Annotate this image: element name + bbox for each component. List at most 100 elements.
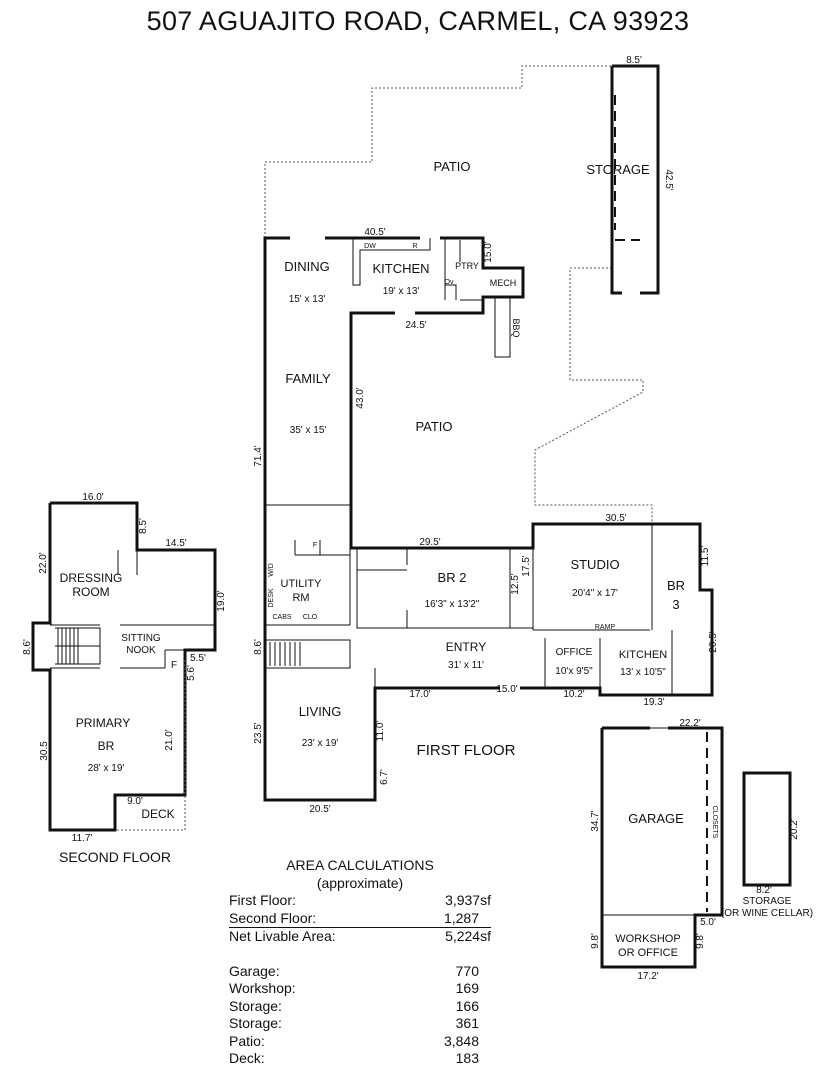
studio-size: 20'4" x 17' xyxy=(572,588,618,599)
area-row: Workshop:169 xyxy=(229,980,491,998)
br3-label: BR xyxy=(667,578,685,593)
br3-number: 3 xyxy=(672,597,679,612)
page-title: 507 AGUAJITO ROAD, CARMEL, CA 93923 xyxy=(146,6,690,36)
dim: 9.8' xyxy=(695,933,706,949)
area-value: 770 xyxy=(455,962,479,979)
sitting-label: SITTING xyxy=(121,633,161,644)
dim: 9.0' xyxy=(127,796,143,807)
dim: 11.0' xyxy=(375,721,386,742)
area-label: Storage: xyxy=(229,997,282,1014)
area-label: Storage: xyxy=(229,1015,282,1031)
interior-lines xyxy=(265,238,723,916)
dining-label: DINING xyxy=(284,259,330,274)
utility-label-2: RM xyxy=(292,592,309,604)
family-label: FAMILY xyxy=(285,371,331,386)
area-row: Patio:3,848 xyxy=(229,1033,491,1051)
dim: 20.2' xyxy=(789,818,800,839)
dim: 11.5' xyxy=(700,546,711,567)
bbq-label: BBQ xyxy=(511,318,521,337)
first-floor-walls xyxy=(263,236,714,802)
area-value: 1,287 xyxy=(443,909,479,926)
storage-cellar-label-2: (OR WINE CELLAR) xyxy=(721,908,813,919)
entry-size: 31' x 11' xyxy=(448,660,484,671)
dim: 42.5' xyxy=(663,169,674,190)
area-row: Deck:183 xyxy=(229,1050,491,1068)
area-row: Storage:361 xyxy=(229,1015,491,1033)
area-row: First Floor: 3,937sf xyxy=(229,892,491,910)
area-row: Storage:166 xyxy=(229,998,491,1016)
entry-label: ENTRY xyxy=(446,640,486,654)
dim: 17.5' xyxy=(521,555,532,576)
storage-divider xyxy=(614,95,640,241)
br2-label: BR 2 xyxy=(438,570,467,585)
storage-cellar-label: STORAGE xyxy=(743,896,792,907)
washer-dryer-label: W/D xyxy=(268,563,275,577)
dim: 5.0' xyxy=(700,917,716,928)
dim: 11.7' xyxy=(72,833,93,844)
dim: 22.2' xyxy=(679,718,700,729)
refrigerator-label: R xyxy=(412,243,417,250)
area-value: 5,224sf xyxy=(445,928,491,944)
primary-label-2: BR xyxy=(98,739,115,753)
area-label: First Floor: xyxy=(229,892,296,908)
living-size: 23' x 19' xyxy=(302,738,339,749)
kitchen-size: 19' x 13' xyxy=(383,286,420,297)
mech-label: MECH xyxy=(490,278,517,288)
dim: 19.0' xyxy=(216,590,227,611)
deck-label: DECK xyxy=(141,807,174,821)
dim: 24.5' xyxy=(405,320,426,331)
area-label: Garage: xyxy=(229,962,280,979)
area-row: Second Floor: 1,287 xyxy=(229,909,491,928)
kitchen2-label: KITCHEN xyxy=(619,649,667,661)
ramp-label: RAMP xyxy=(595,624,616,631)
storage-cellar-walls xyxy=(742,771,792,887)
dim: 17.0' xyxy=(409,689,430,700)
dim: 43.0' xyxy=(355,387,366,408)
storage-top-label: STORAGE xyxy=(586,162,650,177)
dim: 8.5' xyxy=(138,518,149,534)
closet-label: CLO xyxy=(303,614,318,621)
dim: 14.5' xyxy=(165,538,186,549)
stairs-second xyxy=(57,628,79,664)
area-value: 3,848 xyxy=(443,1032,479,1049)
garage-label: GARAGE xyxy=(628,811,684,826)
furnace-2-label: F xyxy=(171,660,177,671)
dining-size: 15' x 13' xyxy=(289,294,326,305)
area-value: 183 xyxy=(455,1050,479,1066)
area-value: 3,937sf xyxy=(445,892,491,908)
dimensions: 8.5' 42.5' 40.5' 15.0' 24.5' 43.0' 71.4'… xyxy=(22,55,800,982)
dim: 40.5' xyxy=(364,227,385,238)
deck-outline xyxy=(115,660,186,831)
dim: 10.2' xyxy=(563,689,584,700)
patio-outline xyxy=(264,65,653,524)
kitchen2-size: 13' x 10'5" xyxy=(620,667,666,678)
area-label: Workshop: xyxy=(229,980,296,996)
area-row: Garage: 770 xyxy=(229,963,491,981)
dim: 12.5' xyxy=(510,573,521,594)
kitchen-label: KITCHEN xyxy=(372,261,429,276)
area-label: Second Floor: xyxy=(229,909,317,926)
area-label: Net Livable Area: xyxy=(229,928,336,944)
office-size: 10'x 9'5" xyxy=(555,666,593,677)
dim: 20.5' xyxy=(708,631,719,652)
first-floor-label: FIRST FLOOR xyxy=(417,742,516,759)
patio-mid-label: PATIO xyxy=(415,419,452,434)
second-floor-label: SECOND FLOOR xyxy=(59,849,171,865)
dim: 15.0' xyxy=(483,241,494,262)
workshop-label-2: OR OFFICE xyxy=(618,947,678,959)
furnace-label: F xyxy=(313,542,317,549)
dim: 8.5' xyxy=(626,55,642,66)
dim: 8.6' xyxy=(22,639,33,655)
oven-label: Ov xyxy=(445,279,454,286)
living-label: LIVING xyxy=(299,704,342,719)
cabs-label: CABS xyxy=(272,614,291,621)
studio-label: STUDIO xyxy=(570,557,619,572)
dim: 22.0' xyxy=(38,552,49,573)
primary-size: 28' x 19' xyxy=(88,763,125,774)
storage-top-walls xyxy=(610,64,660,295)
dim: 71.4' xyxy=(253,445,264,466)
dressing-label: DRESSING xyxy=(60,571,123,585)
dim: 8.6' xyxy=(253,639,264,655)
dim: 29.5' xyxy=(419,537,440,548)
sitting-label-2: NOOK xyxy=(126,645,156,656)
